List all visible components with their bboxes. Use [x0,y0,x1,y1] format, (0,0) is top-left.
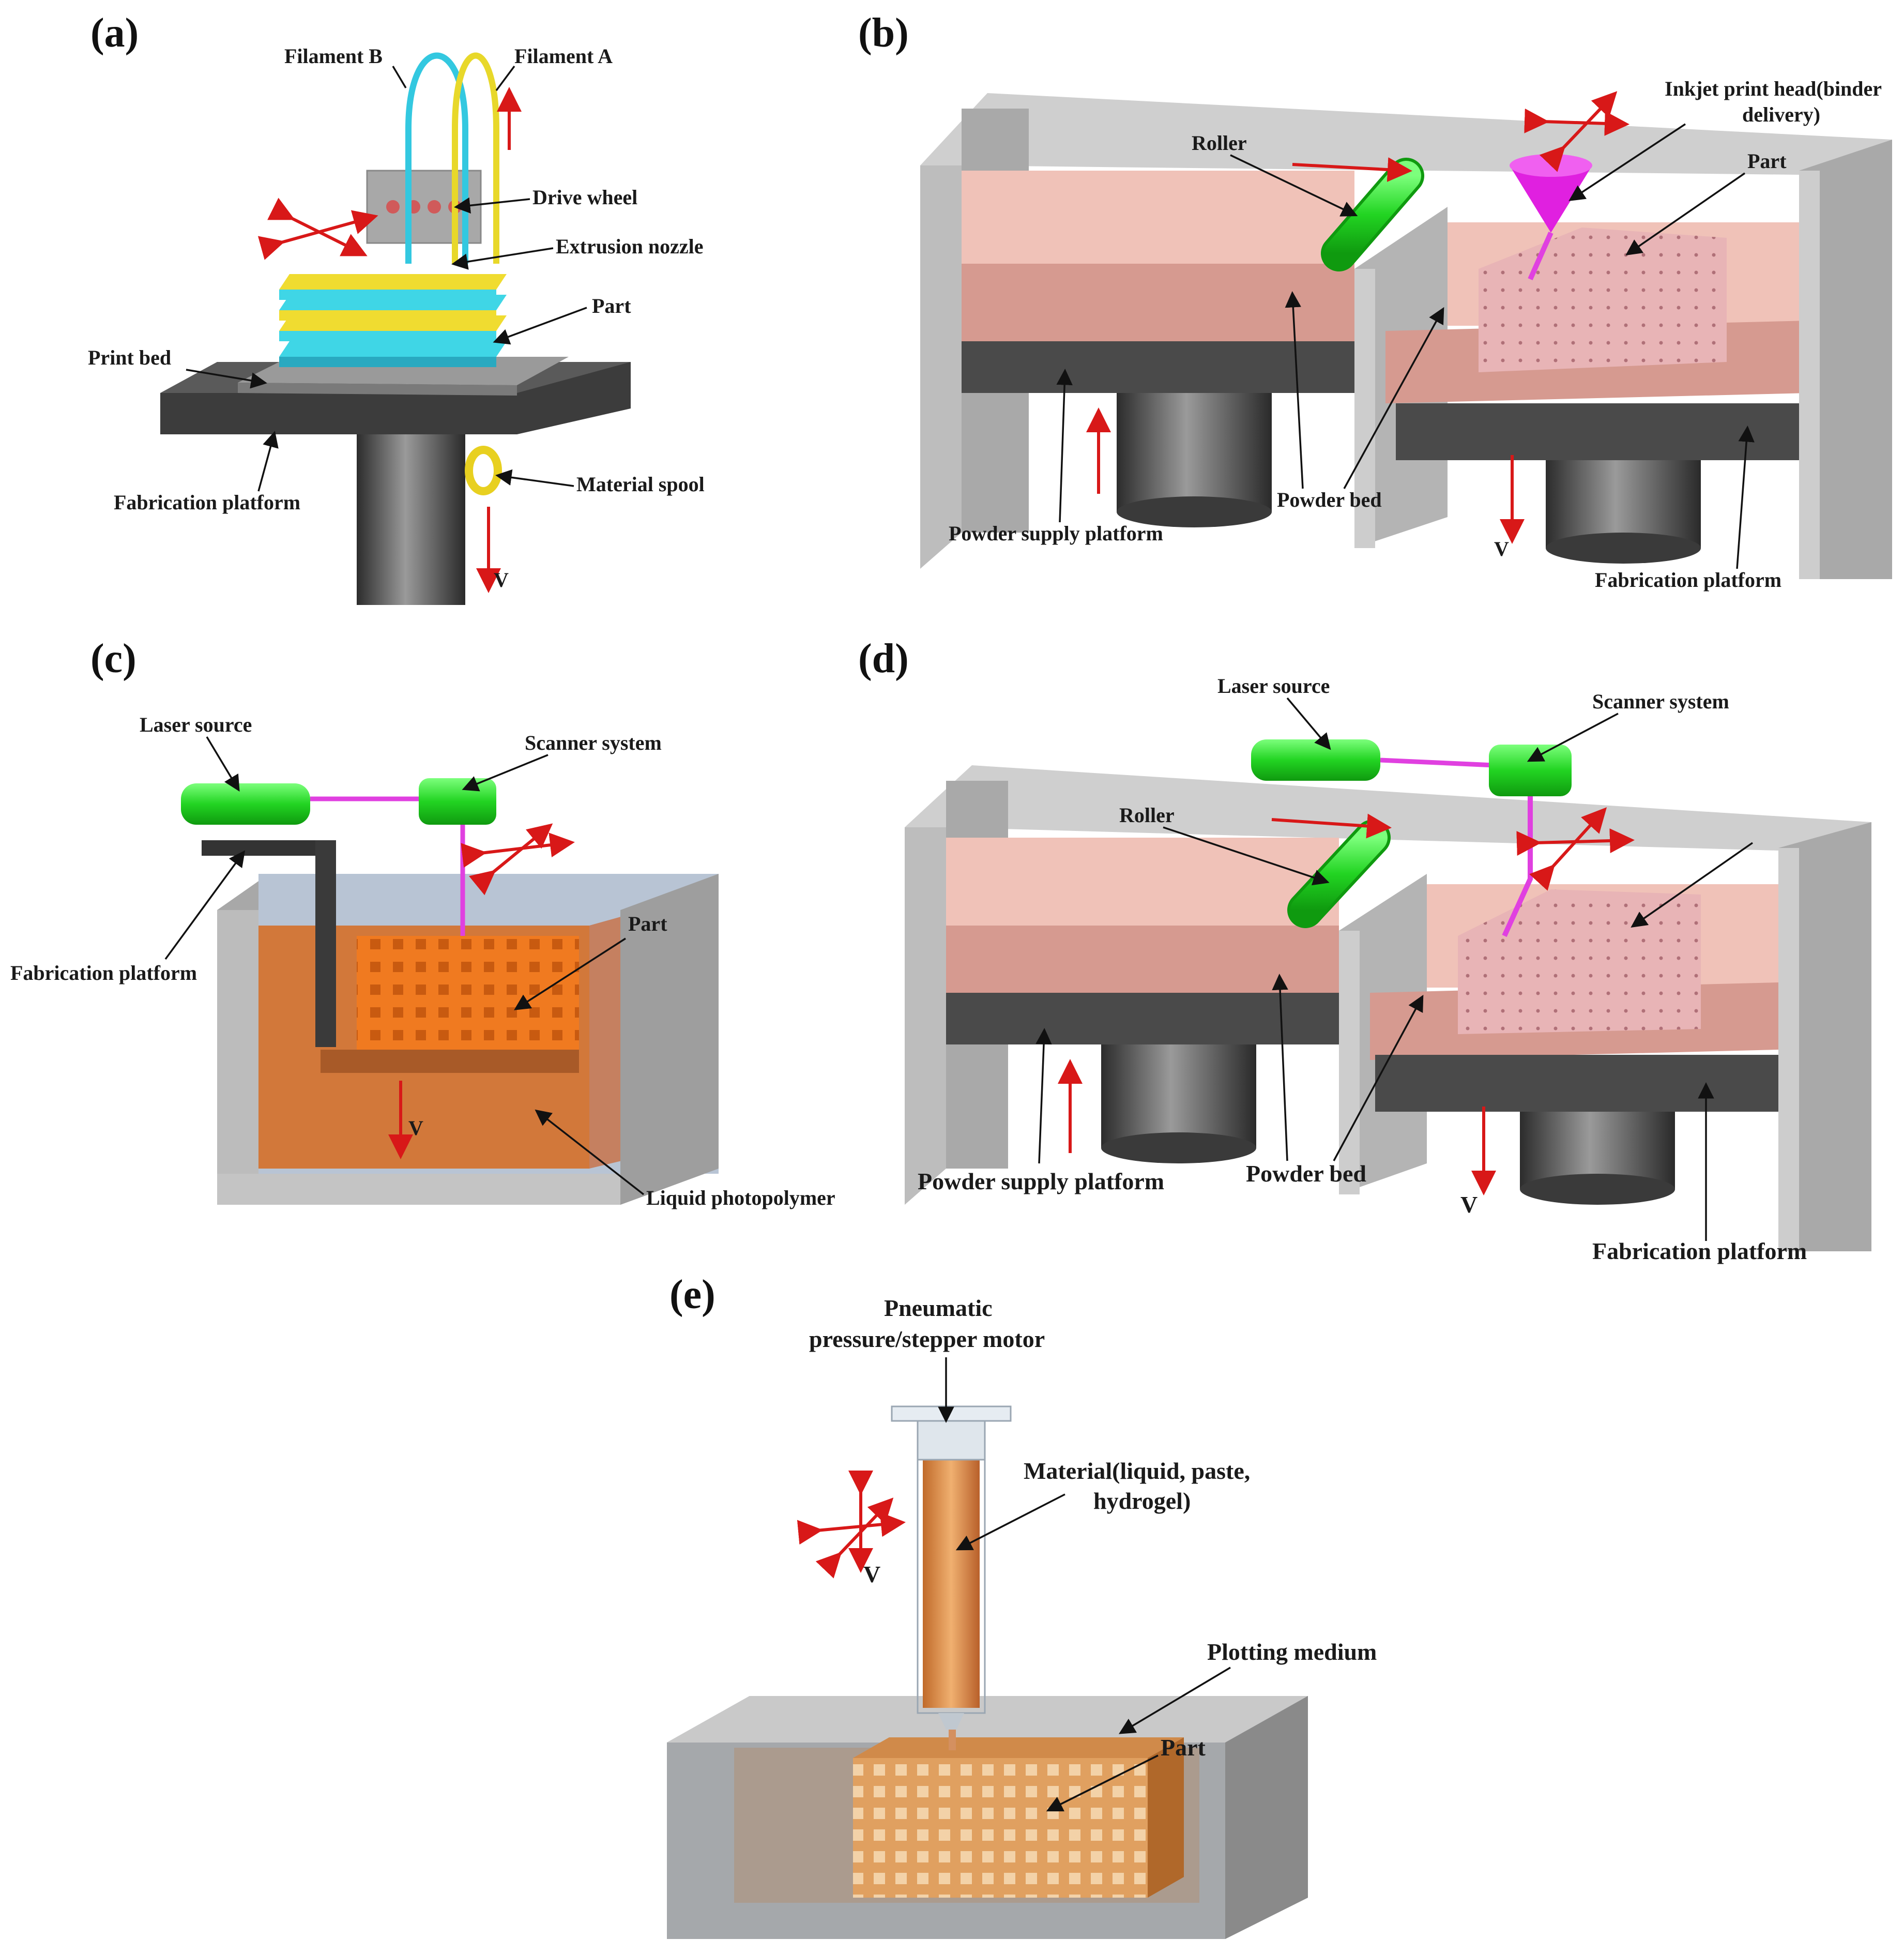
frame-left-wall [920,165,962,569]
powder-supply-platform [962,341,1354,393]
label-powder-supply-platform-d: Powder supply platform [918,1168,1164,1194]
label-powder-bed-b: Powder bed [1277,488,1382,511]
roller-b [1324,161,1421,268]
label-v-a: V [494,568,509,592]
panel-a-letter: (a) [90,10,139,56]
panel-d: (d) [858,636,1871,1264]
label-v-c: V [408,1116,423,1140]
label-material-line2: hydrogel) [1093,1488,1191,1514]
part-e [853,1758,1148,1898]
label-scanner-system-d: Scanner system [1592,690,1729,713]
drive-wheel [386,200,400,214]
label-print-bed: Print bed [88,346,171,369]
label-powder-bed-d: Powder bed [1246,1160,1366,1187]
label-laser-source-d: Laser source [1217,674,1330,698]
panel-a: (a) [88,10,705,605]
inkjet-print-head [1510,165,1592,233]
label-liquid-photopolymer: Liquid photopolymer [646,1186,835,1209]
scanner-system-d [1489,745,1572,796]
filament-b [405,52,468,264]
label-part-e: Part [1161,1734,1206,1761]
laser-source-c [181,783,310,825]
label-fabrication-platform-d: Fabrication platform [1592,1238,1807,1264]
part-c [357,936,579,1050]
syringe-flange [891,1405,1012,1422]
label-laser-source-c: Laser source [140,713,252,736]
label-roller-d: Roller [1119,804,1175,827]
xy-arrow-1 [257,210,378,260]
label-inkjet-line1: Inkjet print head(binder [1665,77,1882,100]
label-v-b: V [1494,537,1509,561]
fabrication-platform-d [1375,1055,1778,1112]
filament-a [452,52,499,264]
frame-right-wall [1799,140,1892,579]
label-fabrication-platform-a: Fabrication platform [114,491,300,514]
panel-b: (b) I [858,10,1892,592]
label-pneumatic-line2: pressure/stepper motor [809,1326,1045,1352]
panel-c-letter: (c) [90,636,136,681]
label-inkjet-line2: delivery) [1742,103,1820,126]
xy-arrow-2 [267,198,368,256]
fabrication-platform-c [202,840,331,856]
platform-pillar [357,424,465,605]
label-extrusion-nozzle: Extrusion nozzle [556,235,704,258]
label-part-b: Part [1747,149,1787,173]
label-material-spool: Material spool [576,473,705,496]
label-fabrication-platform-b: Fabrication platform [1595,568,1781,592]
label-part-c: Part [628,912,667,935]
panel-e: (e) Pneumatic pressure/stepper motor Mat… [667,1272,1377,1939]
label-fabrication-platform-c: Fabrication platform [10,961,197,984]
syringe-needle [949,1730,956,1750]
label-powder-supply-platform-b: Powder supply platform [949,522,1163,545]
label-scanner-system-c: Scanner system [525,731,662,754]
label-part-a: Part [592,294,631,317]
syringe-material [923,1460,980,1708]
label-v-d: V [1460,1191,1477,1218]
powder-bed-left-d [946,926,1339,993]
label-drive-wheel: Drive wheel [532,186,637,209]
label-v-e: V [863,1561,880,1587]
part-layers [279,274,507,367]
syringe-barrel-top [917,1420,986,1461]
roller-direction-arrow [1292,157,1412,183]
label-material-line1: Material(liquid, paste, [1024,1458,1250,1484]
powder-supply-platform-d [946,993,1339,1044]
panel-e-letter: (e) [669,1272,715,1317]
roller-d [1290,823,1388,925]
panel-c: (c) Laser source Scanner system Fabricat… [10,636,835,1209]
material-spool [465,446,502,495]
label-filament-b: Filament B [284,44,383,68]
powder-bed-left [962,264,1354,341]
part-b [1479,228,1727,372]
label-pneumatic-line1: Pneumatic [884,1295,993,1321]
panel-d-letter: (d) [858,636,909,681]
panel-b-letter: (b) [858,10,909,56]
scanner-system-c [419,778,496,825]
laser-source-d [1251,739,1380,781]
label-plotting-medium: Plotting medium [1207,1639,1377,1665]
label-roller-b: Roller [1192,131,1247,155]
powder-chamber-left [962,171,1354,264]
label-filament-a: Filament A [514,44,613,68]
